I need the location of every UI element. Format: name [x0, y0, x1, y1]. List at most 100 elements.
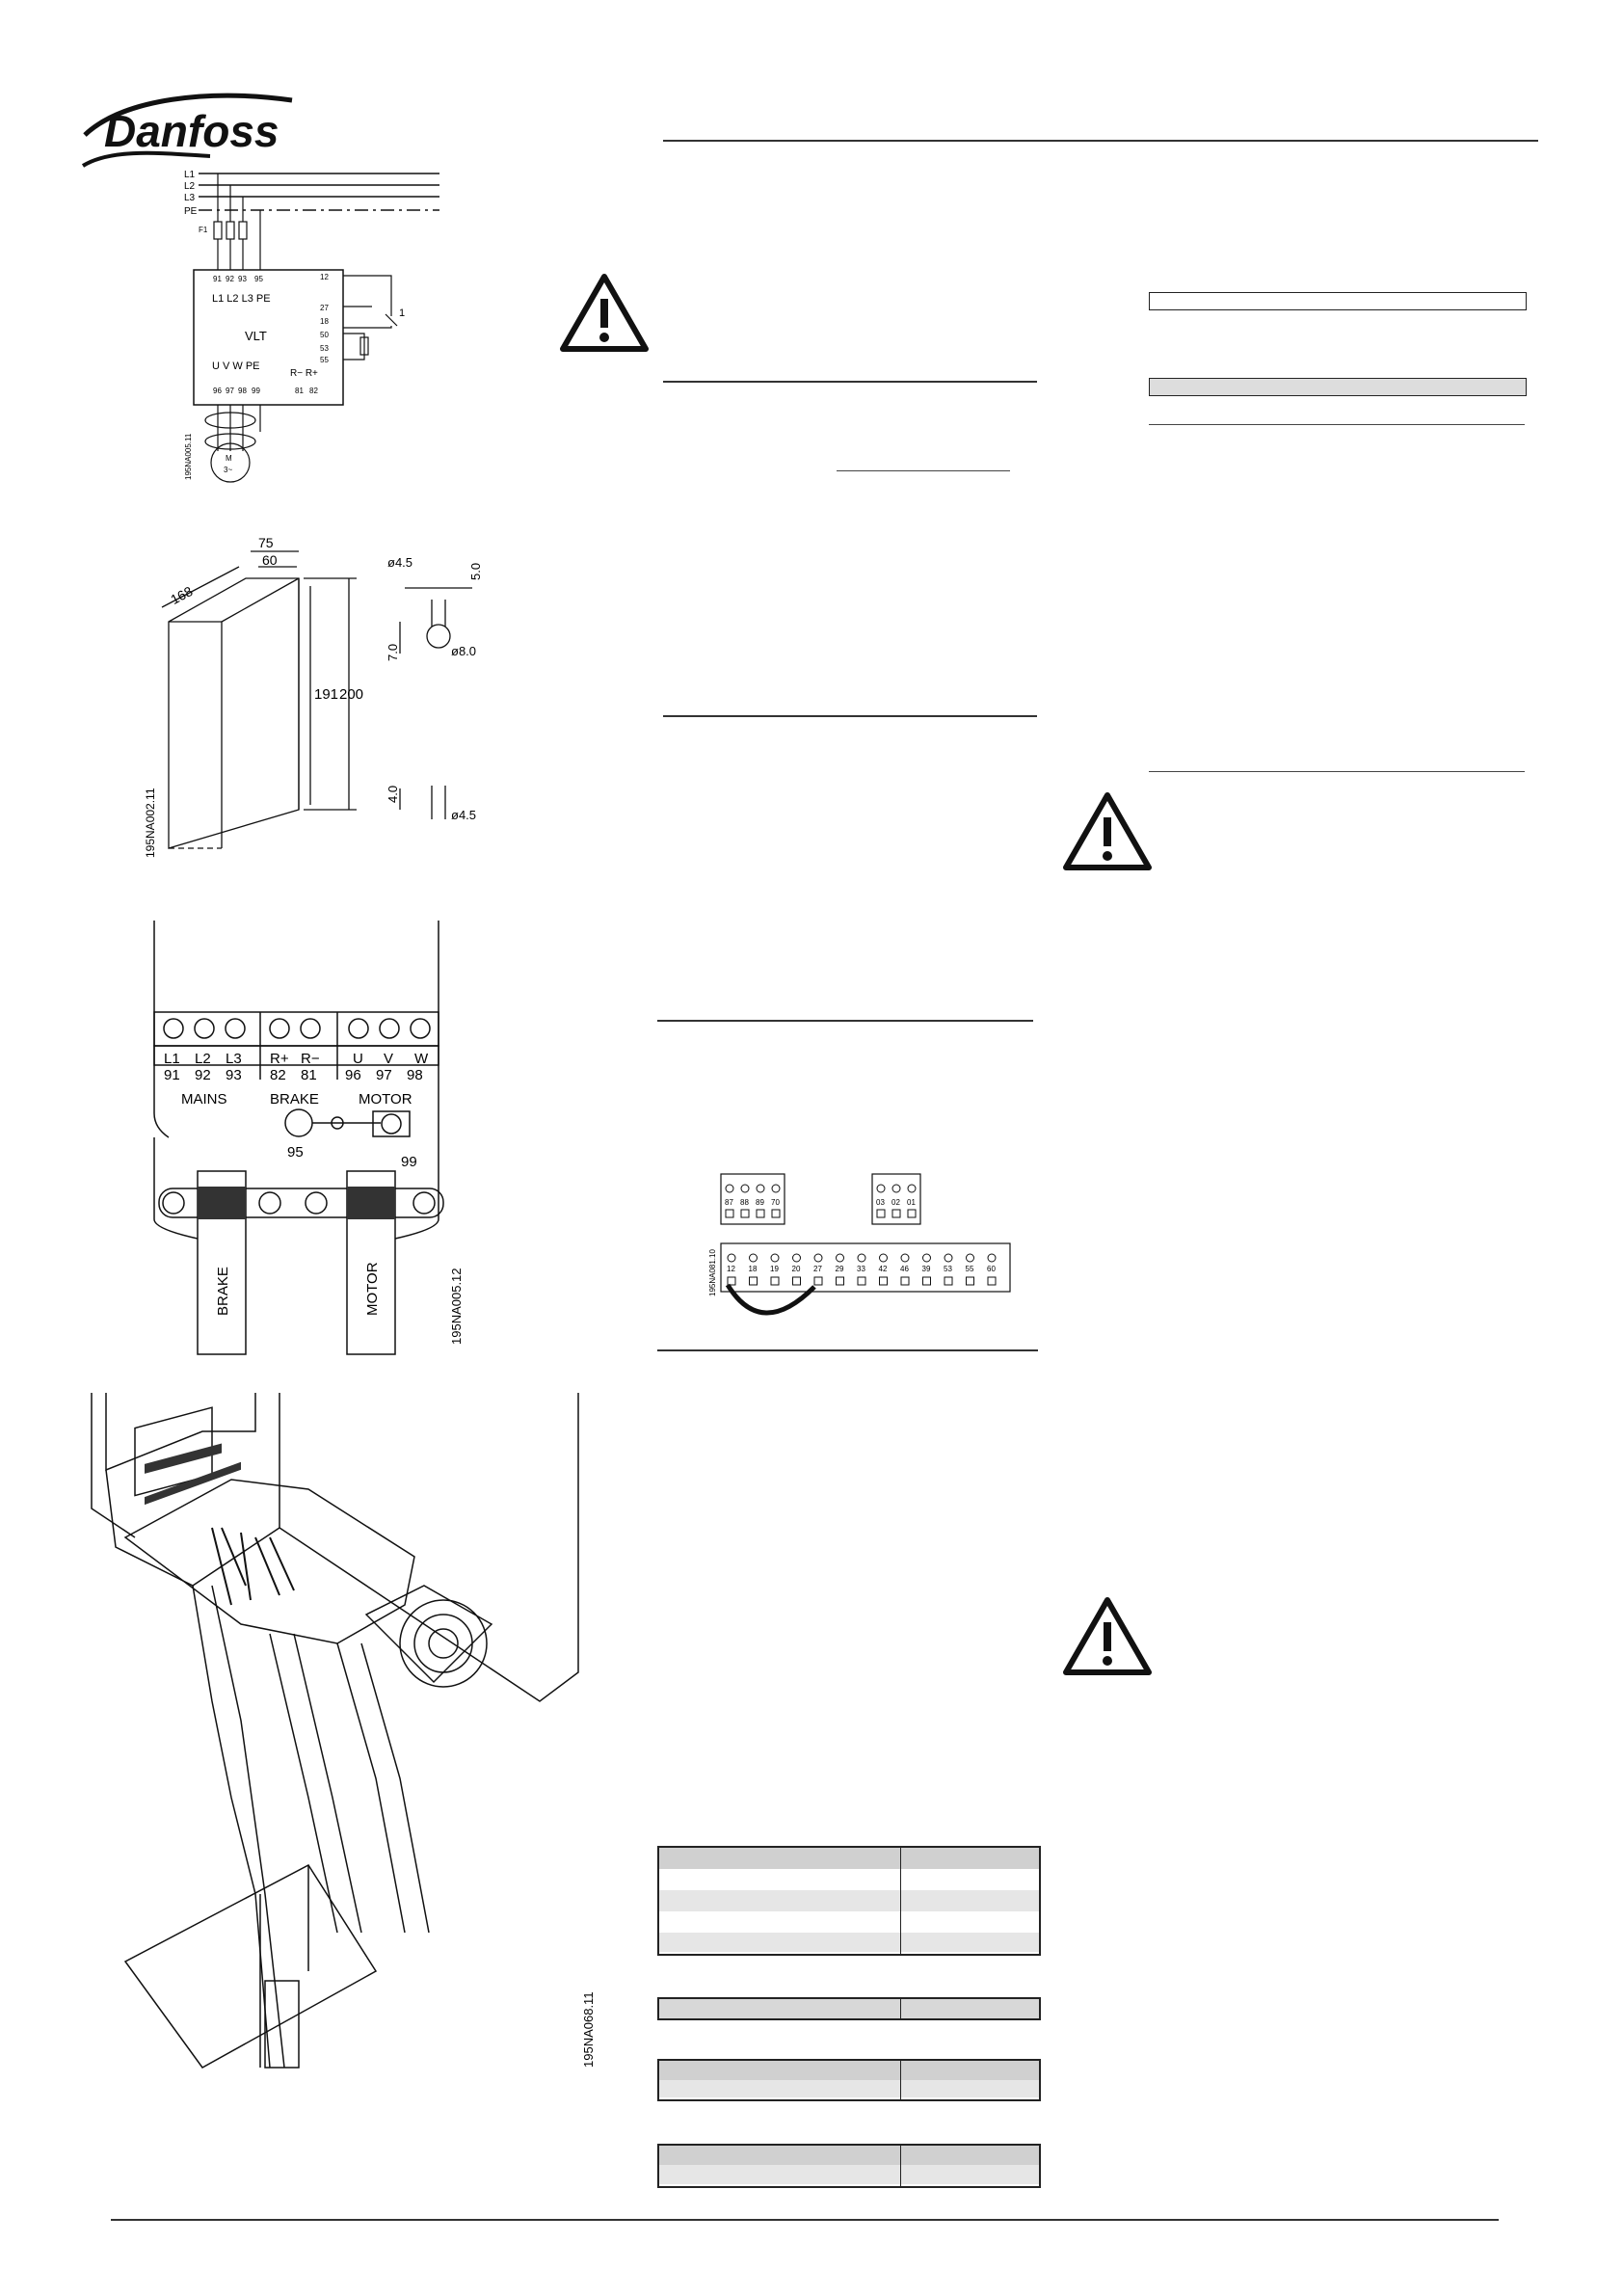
control-terminal-label: 20 [792, 1265, 801, 1273]
terminal-screw [740, 1184, 750, 1193]
control-terminal-label: 60 [987, 1265, 996, 1273]
terminal-screw [725, 1184, 734, 1193]
relay-terminal: 02 [891, 1198, 900, 1207]
terminal-screw [891, 1184, 901, 1193]
control-terminal-label: 55 [966, 1265, 974, 1273]
terminal-screw [771, 1184, 781, 1193]
section-rule [1149, 771, 1525, 772]
terminal-screw [879, 1253, 888, 1263]
mains-label: L2 [195, 1051, 211, 1067]
drawing-code: 195NA081.10 [708, 1249, 717, 1296]
terminal-screw [836, 1253, 844, 1263]
terminal-box [725, 1209, 734, 1218]
terminal-box [891, 1209, 901, 1218]
group-motor: MOTOR [359, 1091, 412, 1108]
drawing-code: 195NA005.11 [184, 433, 193, 480]
mains-number: 92 [195, 1067, 211, 1083]
terminal-box [987, 1276, 997, 1286]
short-rule [837, 470, 1010, 471]
control-terminal-label: 27 [813, 1265, 822, 1273]
line-label: L2 [184, 181, 196, 192]
hole-dim: 5.0 [468, 563, 483, 580]
terminal-box [792, 1276, 801, 1286]
group-mains: MAINS [181, 1091, 227, 1108]
brake-label: R− [301, 1051, 320, 1067]
relay-terminal: 88 [740, 1198, 749, 1207]
mains-number: 91 [164, 1067, 180, 1083]
terminal-box [900, 1276, 910, 1286]
terminal-number: 98 [238, 387, 247, 395]
line-label: PE [184, 206, 198, 217]
shaded-field [1149, 378, 1527, 396]
warning-icon [1062, 1595, 1154, 1677]
terminal-box [749, 1276, 758, 1286]
group-brake: BRAKE [270, 1091, 319, 1108]
input-labels: L1 L2 L3 PE [212, 293, 271, 305]
drawing-code: 195NA068.11 [581, 1991, 596, 2068]
motor-number: 96 [345, 1067, 361, 1083]
table-row [659, 1911, 1039, 1933]
hole-dim: ø8.0 [451, 644, 476, 658]
dimension-drawing: 168 75 60 191 200 ø4.5 5.0 7.0 ø8.0 4.0 … [144, 530, 511, 868]
dim-top-outer: 75 [258, 535, 274, 550]
terminal-screw [857, 1253, 866, 1263]
mains-number: 93 [226, 1067, 242, 1083]
motor-label: M [226, 454, 232, 463]
control-terminal: 18 [320, 317, 329, 326]
control-terminal: 55 [320, 356, 329, 364]
control-terminal-label: 18 [749, 1265, 758, 1273]
section-rule [1149, 424, 1525, 425]
relay-terminal: 89 [756, 1198, 764, 1207]
terminal-box [857, 1276, 866, 1286]
danfoss-logo: Danfoss [66, 79, 306, 175]
logo-text: Danfoss [104, 106, 279, 156]
control-terminal-label: 46 [900, 1265, 909, 1273]
control-terminal-label: 53 [944, 1265, 952, 1273]
terminal-screw [987, 1253, 997, 1263]
dim-height-outer: 200 [339, 686, 363, 703]
line-label: L1 [184, 170, 196, 180]
terminal-screw [792, 1253, 801, 1263]
relay-terminal: 70 [771, 1198, 780, 1207]
dim-height-inner: 191 [314, 686, 338, 703]
terminal-number: 81 [295, 387, 304, 395]
fuse-label: F1 [199, 226, 208, 234]
data-table [657, 2144, 1041, 2188]
terminal-box [879, 1276, 888, 1286]
drawing-code: 195NA002.11 [145, 788, 157, 858]
control-terminal-label: 29 [836, 1265, 844, 1273]
terminal-number: 91 [213, 275, 222, 283]
bordered-field [1149, 292, 1527, 310]
control-terminal: 12 [320, 273, 329, 281]
mains-label: L1 [164, 1051, 180, 1067]
motor-label: U [353, 1051, 363, 1067]
terminal-number: 99 [252, 387, 260, 395]
earth-number: 99 [401, 1154, 417, 1170]
dim-top-inner: 60 [262, 552, 278, 568]
header-rule [663, 140, 1538, 142]
hole-dim: 7.0 [386, 644, 400, 661]
installation-drawing: 195NA068.11 [87, 1393, 607, 2087]
table-header [659, 1848, 1039, 1869]
terminal-screw [749, 1253, 758, 1263]
table-row [659, 2165, 1039, 2184]
drawing-code: 195NA005.12 [449, 1268, 464, 1345]
switch-label: 1 [399, 307, 405, 319]
table-row [659, 1869, 1039, 1890]
motor-label: W [414, 1051, 429, 1067]
hole-dim: ø4.5 [451, 808, 476, 822]
section-rule [663, 381, 1037, 383]
terminal-box [740, 1209, 750, 1218]
terminal-box [966, 1276, 974, 1286]
terminal-box [876, 1209, 886, 1218]
terminal-screw [900, 1253, 910, 1263]
control-terminal-label: 42 [879, 1265, 888, 1273]
terminal-screw [756, 1184, 765, 1193]
hole-dim: 4.0 [386, 786, 400, 803]
wiring-diagram: L1 L2 L3 PE F1 91 92 93 95 L1 L2 L3 PE V… [179, 162, 468, 499]
control-terminal-label: 12 [727, 1265, 735, 1273]
cable-motor: MOTOR [364, 1262, 381, 1316]
table-row [659, 2080, 1039, 2097]
terminal-number: 97 [226, 387, 234, 395]
control-terminal: 53 [320, 344, 329, 353]
